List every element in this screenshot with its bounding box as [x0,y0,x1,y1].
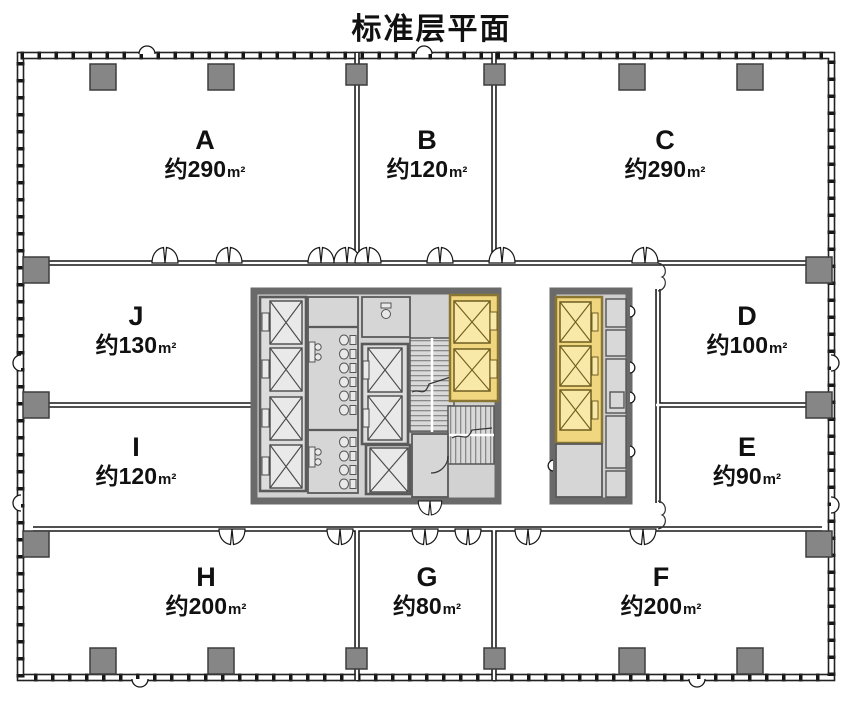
elevator-lobby [555,443,603,498]
elevator-bank-west [258,295,308,493]
highlighted-elevator-bank [448,293,500,403]
highlighted-elevator-shaft-icon [453,348,491,392]
highlighted-elevator-shaft-icon [559,389,592,431]
elevator-shaft-icon [269,300,303,345]
elevator-shaft-icon [269,444,303,489]
stairs-icon [447,405,495,465]
elevator-shaft-icon [269,347,303,392]
elevator-bank-middle [360,296,412,496]
elevator-shaft-icon [369,447,409,493]
building-perimeter [12,45,840,688]
toilet-fixture-icon [339,334,357,490]
highlighted-elevator-bank [554,295,604,445]
stairs-icon [409,337,455,433]
elevator-shaft-icon [269,396,303,441]
highlighted-elevator-shaft-icon [559,345,592,387]
core-east [547,287,636,505]
highlighted-elevator-shaft-icon [453,300,491,344]
elevator-shaft-icon [367,347,403,393]
toilet-rooms [307,296,359,494]
highlighted-elevator-shaft-icon [559,301,592,343]
elevator-shaft-icon [367,395,403,441]
structural-columns [22,63,833,675]
core-main [250,287,502,505]
service-shafts [605,298,627,498]
sink-icon [308,341,322,468]
toilet-fixture-icon [380,302,392,319]
plan-title: 标准层平面 [351,13,512,46]
elevator-lobby [411,433,449,498]
door-swing-icon [430,455,449,474]
